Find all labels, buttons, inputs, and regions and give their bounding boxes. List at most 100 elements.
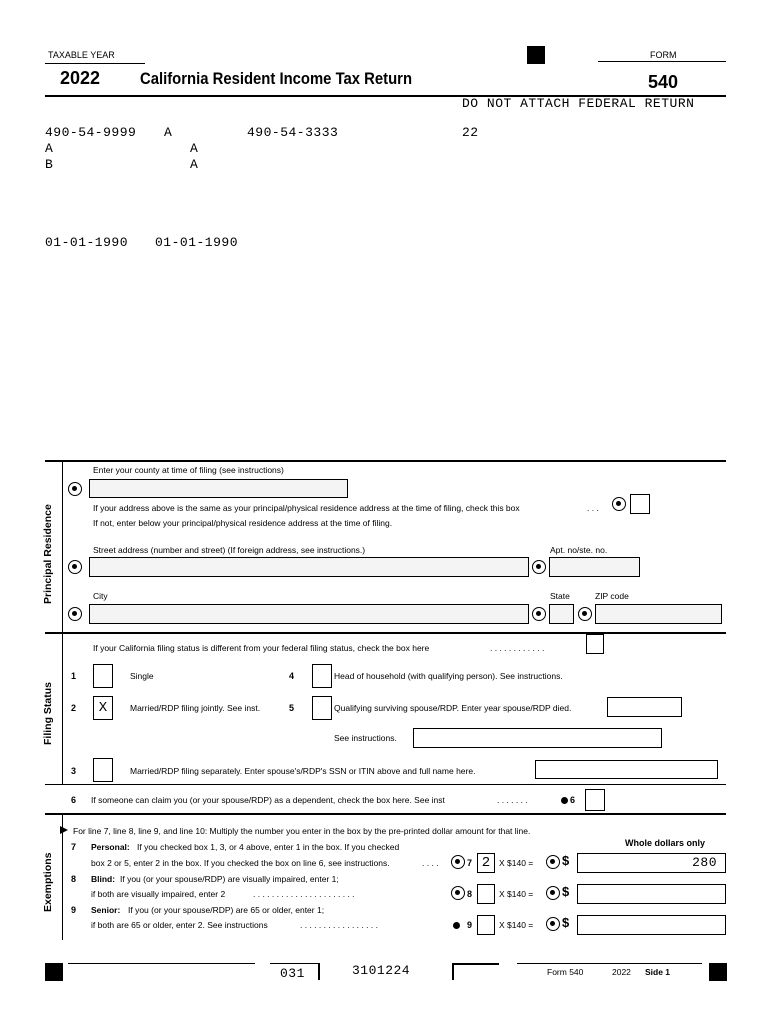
line9-count-field[interactable] bbox=[477, 915, 495, 935]
exemptions-label: Exemptions bbox=[42, 852, 54, 912]
footer-rule-left bbox=[68, 963, 255, 964]
line9-bullet-icon bbox=[453, 922, 460, 929]
name-line-a-2[interactable]: A bbox=[190, 157, 199, 172]
header-bottom-rule bbox=[45, 95, 726, 97]
filing-opt3-number: 3 bbox=[71, 766, 77, 776]
registration-mark-bottom-right bbox=[709, 963, 727, 981]
street-field[interactable] bbox=[89, 557, 529, 577]
same-address-bullet-icon bbox=[612, 497, 626, 511]
filing-qss-label: Qualifying surviving spouse/RDP. Enter y… bbox=[334, 703, 572, 713]
spouse-name-field[interactable] bbox=[535, 760, 718, 779]
filing-separate-label: Married/RDP filing separately. Enter spo… bbox=[130, 766, 476, 776]
filing-opt5-number: 5 bbox=[289, 703, 295, 713]
apt-field[interactable] bbox=[549, 557, 640, 577]
dob-spouse[interactable]: 01-01-1990 bbox=[155, 235, 239, 250]
tax-year: 2022 bbox=[60, 68, 101, 88]
apt-label: Apt. no/ste. no. bbox=[550, 545, 608, 555]
apt-bullet-icon bbox=[532, 560, 546, 574]
qss-instructions-field[interactable] bbox=[413, 728, 662, 748]
line7-number: 7 bbox=[71, 842, 77, 852]
filing-opt1-number: 1 bbox=[71, 671, 77, 681]
state-field[interactable] bbox=[549, 604, 574, 624]
filing-different-text: If your California filing status is diff… bbox=[93, 643, 430, 653]
header-rule-left bbox=[45, 63, 145, 64]
exemptions-top-rule bbox=[45, 813, 726, 815]
filing-opt4-number: 4 bbox=[289, 671, 295, 681]
line8-count-field[interactable] bbox=[477, 884, 495, 904]
line9-multiplier: X $140 = bbox=[499, 920, 534, 930]
line8-amount-bullet-icon bbox=[546, 886, 560, 900]
street-label: Street address (number and street) (If f… bbox=[93, 545, 366, 555]
filing-hoh-checkbox[interactable] bbox=[312, 664, 332, 688]
filing-joint-checkbox[interactable]: X bbox=[93, 696, 113, 720]
principal-residence-label: Principal Residence bbox=[42, 504, 54, 604]
line9-heading: Senior: bbox=[91, 905, 121, 915]
same-address-dots: . . . bbox=[587, 503, 599, 513]
line8-dots: . . . . . . . . . . . . . . . . . . . . … bbox=[253, 889, 355, 899]
street-bullet-icon bbox=[68, 560, 82, 574]
line8-multiplier: X $140 = bbox=[499, 889, 534, 899]
line7-dollar-sign: $ bbox=[562, 853, 570, 868]
ssn-primary[interactable]: 490-54-9999 bbox=[45, 125, 137, 140]
exemptions-intro: For line 7, line 8, line 9, and line 10:… bbox=[73, 826, 531, 836]
code-22[interactable]: 22 bbox=[462, 125, 479, 140]
filing-different-checkbox[interactable] bbox=[586, 634, 604, 654]
same-address-text: If your address above is the same as you… bbox=[93, 503, 520, 513]
line8-number: 8 bbox=[71, 874, 77, 884]
dependent-checkbox[interactable] bbox=[585, 789, 605, 811]
zip-label: ZIP code bbox=[595, 591, 629, 601]
filing-top-rule bbox=[45, 632, 726, 634]
form-number: 540 bbox=[648, 72, 679, 92]
footer-bracket-left bbox=[452, 963, 454, 980]
name-line-b[interactable]: B bbox=[45, 157, 54, 172]
line8-amount-field[interactable] bbox=[577, 884, 726, 904]
footer-side: Side 1 bbox=[645, 967, 671, 977]
initial-primary[interactable]: A bbox=[164, 125, 173, 140]
filing-qss-checkbox[interactable] bbox=[312, 696, 332, 720]
line9-text1: If you (or your spouse/RDP) are 65 or ol… bbox=[128, 905, 325, 915]
line7-ref: 7 bbox=[467, 858, 473, 868]
registration-mark-top bbox=[527, 46, 545, 64]
form-label: FORM bbox=[650, 50, 677, 60]
residence-side-rule bbox=[62, 460, 63, 632]
same-address-checkbox[interactable] bbox=[630, 494, 650, 514]
see-instructions-label: See instructions. bbox=[334, 733, 397, 743]
spouse-death-year-field[interactable] bbox=[607, 697, 682, 717]
residence-top-rule bbox=[45, 460, 726, 462]
line6-text: If someone can claim you (or your spouse… bbox=[91, 795, 445, 805]
footer-year: 2022 bbox=[612, 967, 631, 977]
name-line-a[interactable]: A bbox=[45, 141, 54, 156]
footer-code-bracket bbox=[318, 963, 320, 980]
dob-primary[interactable]: 01-01-1990 bbox=[45, 235, 129, 250]
line7-multiplier: X $140 = bbox=[499, 858, 534, 868]
line7-count-field[interactable]: 2 bbox=[477, 853, 495, 873]
city-field[interactable] bbox=[89, 604, 529, 624]
whole-dollars-label: Whole dollars only bbox=[625, 838, 706, 848]
county-field[interactable] bbox=[89, 479, 348, 498]
arrow-right-icon bbox=[60, 826, 68, 834]
footer-rule-right bbox=[517, 963, 702, 964]
line7-amount-field[interactable]: 280 bbox=[577, 853, 726, 873]
line9-ref: 9 bbox=[467, 920, 473, 930]
filing-opt2-number: 2 bbox=[71, 703, 77, 713]
filing-single-checkbox[interactable] bbox=[93, 664, 113, 688]
line8-dollar-sign: $ bbox=[562, 884, 570, 899]
not-same-address-text: If not, enter below your principal/physi… bbox=[93, 518, 393, 528]
ssn-spouse[interactable]: 490-54-3333 bbox=[247, 125, 339, 140]
line9-dots: . . . . . . . . . . . . . . . . . bbox=[300, 920, 378, 930]
line7-text1: If you checked box 1, 3, or 4 above, ent… bbox=[137, 842, 400, 852]
form-title: California Resident Income Tax Return bbox=[140, 70, 413, 88]
line6-number: 6 bbox=[71, 795, 77, 805]
state-bullet-icon bbox=[532, 607, 546, 621]
name-line-a-spouse[interactable]: A bbox=[190, 141, 199, 156]
do-not-attach-notice: DO NOT ATTACH FEDERAL RETURN bbox=[462, 96, 695, 111]
line9-amount-field[interactable] bbox=[577, 915, 726, 935]
line9-number: 9 bbox=[71, 905, 77, 915]
header-rule-right bbox=[598, 61, 726, 62]
zip-field[interactable] bbox=[595, 604, 722, 624]
filing-different-dots: . . . . . . . . . . . . bbox=[490, 643, 545, 653]
line7-bullet-icon bbox=[451, 855, 465, 869]
exemptions-side-rule bbox=[62, 815, 63, 940]
taxable-year-label: TAXABLE YEAR bbox=[48, 50, 115, 60]
filing-separate-checkbox[interactable] bbox=[93, 758, 113, 782]
